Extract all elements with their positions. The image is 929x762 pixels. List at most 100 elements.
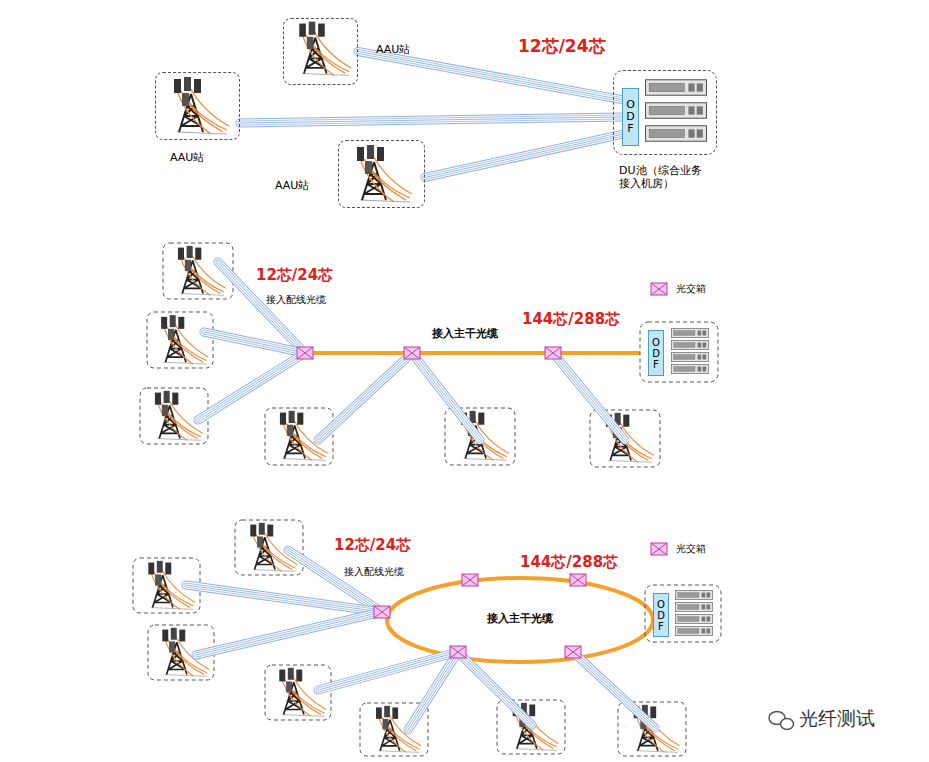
fiber-bundle — [204, 332, 305, 353]
fiber-bundle — [240, 117, 622, 123]
fiber-bundle — [573, 652, 655, 728]
fiber-bundle — [412, 353, 480, 440]
fiber-bundle — [198, 353, 305, 420]
fiber-bundle — [458, 652, 532, 725]
fiber-bundle — [553, 353, 625, 440]
fiber-bundle — [358, 52, 622, 100]
fiber-bundle — [240, 117, 622, 123]
legend-item: 光交箱 — [650, 282, 706, 296]
fiber-bundle — [318, 353, 412, 440]
cross-box-symbol — [545, 347, 561, 359]
fiber-count: 12芯/24芯 — [518, 36, 606, 56]
odf-label: ODF — [656, 599, 666, 632]
fiber-bundle — [204, 332, 305, 353]
station-label: AAU站 — [275, 179, 309, 192]
fiber-bundle — [358, 52, 622, 100]
fiber-count: 144芯/288芯 — [520, 553, 618, 571]
fiber-bundle — [412, 353, 480, 440]
fiber-bundle — [318, 353, 412, 440]
fiber-bundle — [425, 134, 622, 177]
fiber-bundle — [204, 332, 305, 353]
cross-box-symbol — [404, 347, 420, 359]
fiber-connector — [358, 52, 622, 100]
fiber-bundle — [198, 353, 305, 420]
cross-box-symbol — [651, 283, 667, 295]
legend-text: 光交箱 — [676, 282, 706, 296]
aau-station: AAU站 — [338, 140, 425, 208]
fiber-bundle — [198, 353, 305, 420]
odf-rack: ODF — [648, 330, 664, 376]
fiber-bundle — [204, 332, 305, 353]
fiber-bundle — [553, 353, 625, 440]
cross-box-symbol — [651, 543, 667, 555]
fiber-bundle — [196, 612, 382, 655]
fiber-bundle — [318, 353, 412, 440]
aau-station: AAU站 — [283, 18, 358, 85]
fiber-bundle — [425, 134, 622, 177]
fiber-bundle — [573, 652, 655, 728]
fiber-bundle — [240, 117, 622, 123]
fiber-bundle — [186, 585, 382, 612]
fiber-bundle — [425, 134, 622, 177]
fiber-bundle — [573, 652, 655, 728]
station-label: DU池（综合业务接入机房） — [619, 164, 705, 190]
fiber-bundle — [425, 134, 622, 177]
fiber-bundle — [458, 652, 532, 725]
fiber-bundle — [408, 652, 458, 730]
fiber-bundle — [186, 585, 382, 612]
legend-item: 光交箱 — [650, 542, 706, 556]
fiber-count: 144芯/288芯 — [522, 310, 620, 328]
fiber-bundle — [412, 353, 480, 440]
cross-box-symbol — [570, 574, 586, 586]
cable-label: 接入配线光缆 — [344, 566, 404, 578]
fiber-bundle — [458, 652, 532, 725]
fiber-bundle — [573, 652, 655, 728]
fiber-bundle — [458, 652, 532, 725]
fiber-bundle — [196, 612, 382, 655]
cross-box-symbol — [565, 646, 581, 658]
fiber-bundle — [425, 134, 622, 177]
fiber-bundle — [553, 353, 625, 440]
fiber-bundle — [358, 52, 622, 100]
fiber-bundle — [408, 652, 458, 730]
fiber-bundle — [240, 117, 622, 123]
cable-label: 接入主干光缆 — [432, 327, 498, 340]
odf-rack: ODF — [622, 88, 639, 146]
fiber-bundle — [573, 652, 655, 728]
fiber-bundle — [318, 353, 412, 440]
fiber-bundle — [408, 652, 458, 730]
fiber-bundle — [196, 612, 382, 655]
fiber-bundle — [553, 353, 625, 440]
fiber-bundle — [318, 353, 412, 440]
fiber-bundle — [458, 652, 532, 725]
fiber-bundle — [196, 612, 382, 655]
watermark: 光纤测试 — [799, 707, 875, 730]
odf-label: ODF — [651, 337, 661, 370]
fiber-bundle — [358, 52, 622, 100]
station-label: AAU站 — [170, 151, 204, 164]
legend-symbol — [650, 542, 668, 556]
legend-text: 光交箱 — [676, 542, 706, 556]
fiber-bundle — [358, 52, 622, 100]
fiber-bundle — [408, 652, 458, 730]
fiber-connector — [425, 134, 622, 177]
odf-rack: ODF — [653, 593, 669, 637]
fiber-bundle — [186, 585, 382, 612]
fiber-bundle — [196, 612, 382, 655]
fiber-bundle — [553, 353, 625, 440]
fiber-bundle — [240, 117, 622, 123]
legend-symbol — [650, 282, 668, 296]
cable-label: 接入配线光缆 — [266, 294, 326, 306]
aau-station: AAU站 — [155, 72, 240, 140]
fiber-bundle — [204, 332, 305, 353]
fiber-count: 12芯/24芯 — [334, 536, 411, 554]
fiber-bundle — [412, 353, 480, 440]
fiber-connector — [240, 117, 622, 123]
fiber-bundle — [198, 353, 305, 420]
fiber-bundle — [412, 353, 480, 440]
fiber-bundle — [198, 353, 305, 420]
du-pool-room: DU池（综合业务接入机房）ODF — [613, 70, 717, 155]
odf-label: ODF — [625, 99, 636, 135]
cable-label: 接入主干光缆 — [487, 612, 553, 625]
